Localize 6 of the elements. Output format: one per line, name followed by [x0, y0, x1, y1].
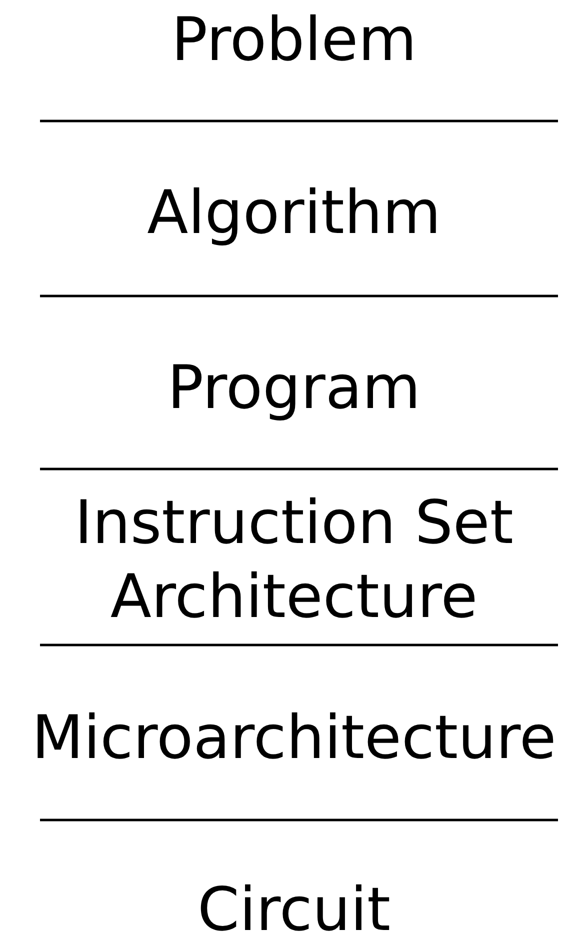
- layer-label: Instruction Set Architecture: [74, 487, 514, 634]
- layer-label: Program: [167, 352, 421, 425]
- layer-label: Problem: [171, 4, 417, 77]
- layer-label: Algorithm: [147, 177, 441, 250]
- layer-label: Circuit: [197, 874, 391, 936]
- layer-label: Microarchitecture: [32, 702, 556, 775]
